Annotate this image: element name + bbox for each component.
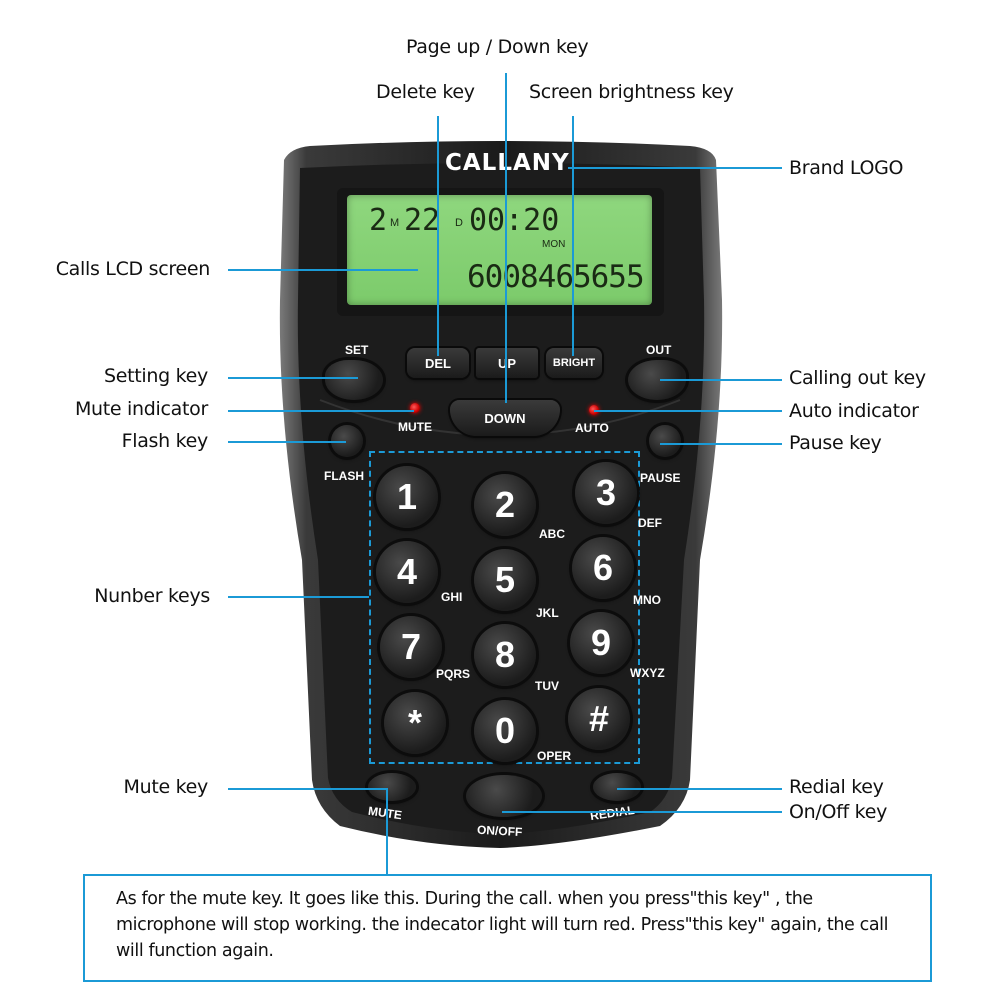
key-8-letters: TUV — [535, 679, 559, 693]
flash-label: FLASH — [324, 469, 364, 483]
key-4[interactable]: 4 — [376, 541, 438, 603]
line-flash — [228, 441, 346, 443]
number-keys-region — [369, 451, 640, 764]
line-mute-note — [386, 788, 388, 875]
lcd-day: 22 — [404, 203, 441, 238]
lcd-month-unit: M — [390, 217, 400, 229]
lcd-weekday: MON — [542, 239, 566, 250]
callout-setting: Setting key — [103, 365, 208, 387]
callout-delete: Delete key — [376, 81, 475, 103]
callout-lcd-screen: Calls LCD screen — [55, 258, 211, 280]
line-redial — [617, 788, 782, 790]
auto-indicator-label: AUTO — [575, 421, 609, 435]
lcd-number: 6008465655 — [467, 259, 645, 295]
callout-calling-out: Calling out key — [789, 367, 926, 389]
line-mute-key — [228, 788, 388, 790]
line-onoff — [502, 811, 782, 813]
key-0-letters: OPER — [537, 749, 572, 763]
callout-number-keys: Nunber keys — [94, 585, 210, 607]
callout-auto-indicator: Auto indicator — [789, 400, 919, 422]
callout-onoff: On/Off key — [789, 801, 888, 823]
line-pause — [660, 443, 782, 445]
lcd-screen: 2 M 22 D 00:20 MON 6008465655 — [347, 195, 652, 305]
line-mute-indicator — [228, 410, 414, 412]
key-6[interactable]: 6 — [572, 537, 634, 599]
pause-label: PAUSE — [640, 471, 681, 485]
key-9[interactable]: 9 — [570, 612, 632, 674]
line-brand-logo — [568, 167, 782, 169]
key-4-letters: GHI — [441, 590, 463, 604]
lcd-day-unit: D — [455, 217, 463, 229]
callout-mute-indicator: Mute indicator — [74, 398, 208, 420]
out-label: OUT — [646, 343, 672, 357]
line-setting — [228, 377, 358, 379]
line-number-keys — [228, 596, 369, 598]
redial-key[interactable] — [593, 773, 641, 801]
bright-key[interactable]: BRIGHT — [546, 348, 602, 378]
up-key[interactable]: UP — [476, 348, 538, 378]
callout-pause: Pause key — [789, 432, 882, 454]
key-6-letters: MNO — [633, 593, 661, 607]
line-page-updown — [505, 73, 507, 403]
key-3-letters: DEF — [638, 516, 662, 530]
set-label: SET — [345, 343, 369, 357]
key-hash[interactable]: # — [568, 688, 630, 750]
pause-key[interactable] — [649, 425, 681, 457]
set-key[interactable] — [325, 360, 383, 400]
mute-key-note: As for the mute key. It goes like this. … — [83, 874, 932, 982]
mute-indicator-label: MUTE — [398, 420, 432, 434]
lcd-time: 00:20 — [469, 203, 560, 238]
callout-brightness: Screen brightness key — [529, 81, 734, 103]
line-lcd — [228, 269, 418, 271]
onoff-key[interactable] — [466, 775, 542, 817]
key-3[interactable]: 3 — [575, 462, 637, 524]
mute-key[interactable] — [368, 773, 416, 801]
key-1[interactable]: 1 — [376, 466, 438, 528]
key-2[interactable]: 2 — [474, 474, 536, 536]
key-0[interactable]: 0 — [474, 700, 536, 762]
brand-logo: CALLANY — [445, 150, 570, 176]
onoff-key-label: ON/OFF — [476, 822, 523, 840]
key-5[interactable]: 5 — [474, 549, 536, 611]
key-star[interactable]: * — [384, 692, 446, 754]
key-7[interactable]: 7 — [380, 616, 442, 678]
key-7-letters: PQRS — [436, 667, 471, 681]
callout-flash: Flash key — [121, 430, 209, 452]
lcd-month: 2 — [369, 203, 388, 238]
mute-indicator-led — [410, 403, 420, 413]
key-9-letters: WXYZ — [630, 666, 665, 680]
line-calling-out — [660, 379, 782, 381]
callout-redial: Redial key — [789, 776, 884, 798]
callout-brand-logo: Brand LOGO — [789, 157, 904, 179]
line-brightness — [572, 116, 574, 356]
line-delete — [437, 116, 439, 356]
key-5-letters: JKL — [536, 606, 559, 620]
callout-page-updown: Page up / Down key — [406, 36, 589, 58]
key-8[interactable]: 8 — [474, 624, 536, 686]
line-auto-indicator — [594, 410, 782, 412]
down-key[interactable]: DOWN — [450, 400, 560, 436]
callout-mute-key: Mute key — [123, 776, 209, 798]
key-2-letters: ABC — [539, 527, 565, 541]
